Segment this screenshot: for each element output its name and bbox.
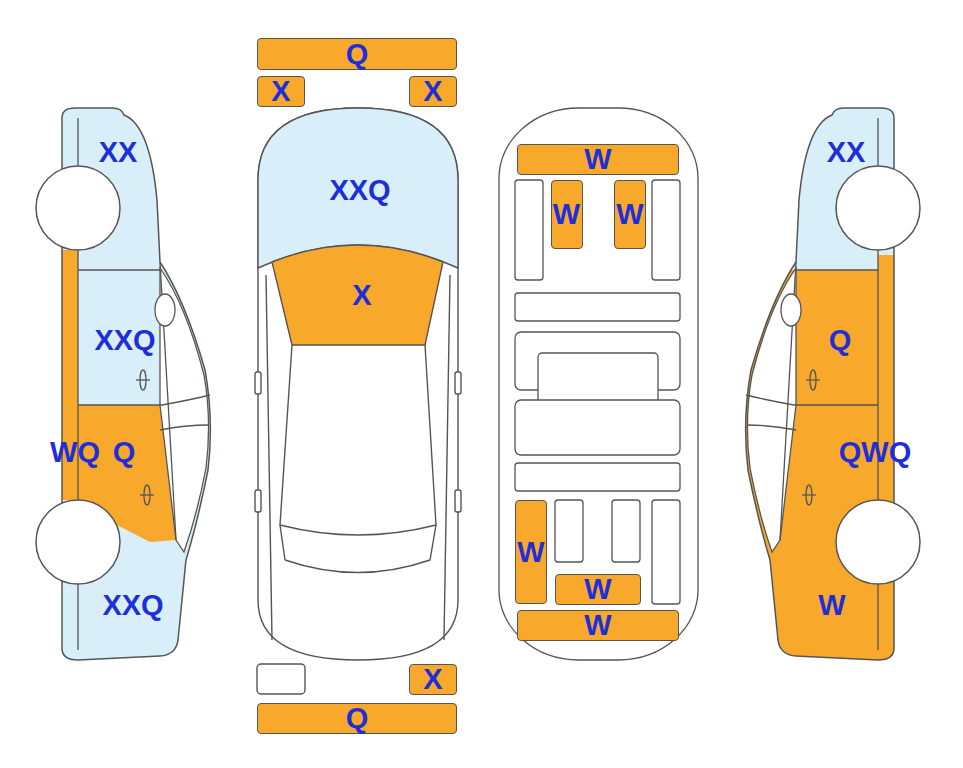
- damage-code: Q: [346, 704, 369, 733]
- damage-code: W: [616, 200, 643, 229]
- damage-code: X: [423, 665, 442, 694]
- damage-code: X: [271, 77, 290, 106]
- damage-panel: W: [555, 574, 641, 605]
- top-view: [255, 108, 461, 694]
- damage-code: X: [423, 77, 442, 106]
- damage-panel: W: [517, 144, 679, 175]
- damage-code: Q: [113, 438, 136, 467]
- damage-code: XX: [99, 138, 138, 167]
- damage-code: W: [584, 145, 611, 174]
- panel-label: XXQ: [92, 325, 158, 356]
- panel-label: Q: [827, 325, 854, 356]
- damage-code: W: [584, 575, 611, 604]
- damage-panel: W: [517, 610, 679, 641]
- damage-code: Q: [829, 326, 852, 355]
- damage-panel: X: [257, 76, 305, 107]
- panel-label: W: [816, 590, 848, 621]
- damage-panel: Q: [257, 38, 457, 70]
- damage-panel: W: [551, 180, 583, 249]
- damage-panel: W: [614, 180, 646, 249]
- damage-code: W: [553, 200, 580, 229]
- damage-code: XXQ: [102, 591, 163, 620]
- chassis-view: [499, 108, 698, 660]
- panel-label: Q: [111, 437, 138, 468]
- damage-panel: W: [515, 500, 547, 604]
- damage-code: WQ: [50, 438, 100, 467]
- damage-code: Q: [346, 40, 369, 69]
- panel-label: XX: [97, 137, 140, 168]
- panel-label: XX: [825, 137, 868, 168]
- panel-label: X: [350, 280, 374, 311]
- damage-code: XXQ: [329, 176, 390, 205]
- damage-panel: X: [409, 76, 457, 107]
- damage-code: W: [584, 611, 611, 640]
- panel-label: QWQ: [837, 437, 914, 468]
- panel-label: XXQ: [327, 175, 393, 206]
- damage-code: QWQ: [839, 438, 912, 467]
- panel-label: WQ: [48, 437, 102, 468]
- damage-code: W: [517, 538, 544, 567]
- damage-panel: X: [409, 664, 457, 695]
- damage-code: XXQ: [94, 326, 155, 355]
- left-side-view: [36, 108, 210, 660]
- damage-code: W: [818, 591, 845, 620]
- damage-panel: Q: [257, 703, 457, 734]
- damage-code: X: [352, 281, 371, 310]
- right-side-view: [734, 108, 920, 675]
- panel-label: XXQ: [100, 590, 166, 621]
- damage-code: XX: [827, 138, 866, 167]
